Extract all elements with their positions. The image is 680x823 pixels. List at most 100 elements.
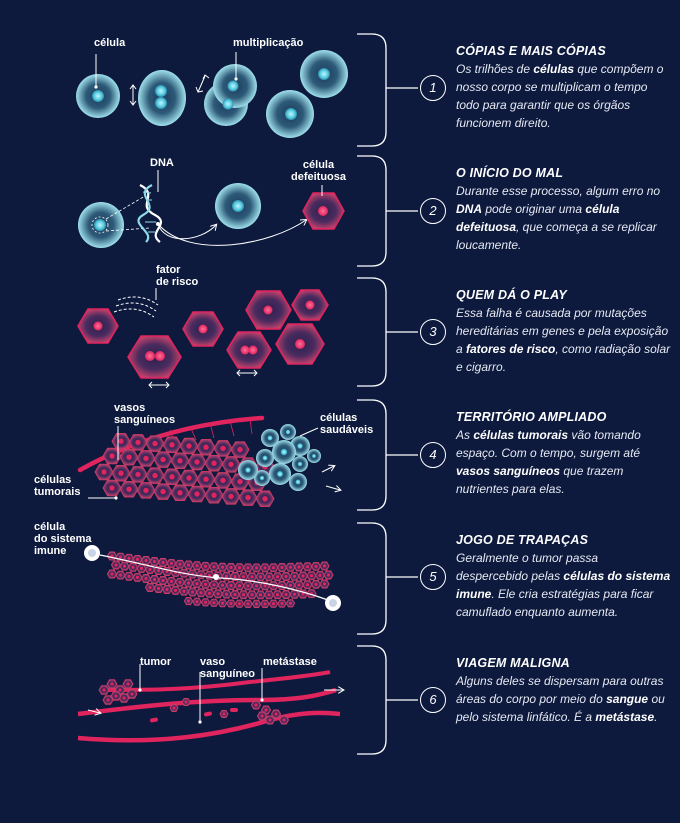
- tumor-cell-nucleus: [254, 602, 259, 606]
- healthy-cell-nucleus: [295, 479, 301, 485]
- tumor-cell-nucleus: [274, 712, 278, 716]
- tumor-cell-nucleus: [220, 601, 225, 605]
- tumor-cell-nucleus: [118, 555, 123, 559]
- tumor-cell-nucleus: [177, 490, 183, 496]
- tumor-cell-nucleus: [254, 703, 258, 707]
- tumor-band-5: [106, 551, 334, 608]
- step-number-1: 1: [420, 75, 446, 101]
- healthy-cell-nucleus: [245, 467, 251, 473]
- tumor-cell-nucleus: [318, 573, 322, 577]
- tumor-cell-nucleus: [284, 592, 288, 597]
- tumor-cell-nucleus: [263, 602, 267, 606]
- label-multiplicacao: multiplicação: [233, 37, 304, 49]
- tumor-cell-nucleus: [280, 601, 284, 606]
- label-tumor: tumor: [140, 656, 172, 668]
- step-4: TERRITÓRIO AMPLIADO As células tumorais …: [456, 410, 671, 498]
- healthy-cell-nucleus: [297, 443, 303, 449]
- tumor-cell-nucleus: [301, 574, 305, 578]
- tumor-cell-nucleus: [284, 574, 288, 579]
- bracket-1: [357, 33, 387, 147]
- tumor-cell-nucleus: [195, 582, 199, 586]
- tumor-cell-nucleus: [309, 574, 314, 578]
- tumor-cell-nucleus: [292, 574, 297, 578]
- tumor-cell-nucleus: [322, 564, 327, 568]
- tumor-cell-nucleus: [203, 444, 209, 450]
- tumor-cell-nucleus: [258, 575, 263, 579]
- tumor-cell-nucleus: [297, 583, 301, 587]
- tumor-cell-nucleus: [110, 682, 114, 686]
- tumor-cell-nucleus: [207, 573, 212, 577]
- step-text: Geralmente o tumor passa despercebido pe…: [456, 551, 671, 619]
- tumor-cell-nucleus: [241, 575, 246, 579]
- dna-helix: [137, 184, 163, 243]
- tumor-cell-nucleus: [178, 562, 182, 566]
- tumor-cell-nucleus: [220, 565, 225, 569]
- tumor-cell-nucleus: [203, 600, 208, 604]
- healthy-cell-nucleus: [280, 448, 288, 456]
- tumor-cell-nucleus: [326, 573, 331, 577]
- tumor-cell-nucleus: [152, 472, 158, 479]
- section-3-illustration: [77, 288, 329, 389]
- step-3: QUEM DÁ O PLAY Essa falha é causada por …: [456, 288, 671, 376]
- tumor-cell-nucleus: [169, 442, 175, 448]
- tumor-cell-nucleus: [211, 460, 217, 466]
- step-number-6: 6: [420, 687, 446, 713]
- tumor-cell-nucleus: [122, 564, 127, 568]
- tumor-cell-nucleus: [233, 574, 237, 579]
- tumor-cell-nucleus: [224, 574, 229, 578]
- tumor-cell-nucleus: [127, 556, 131, 560]
- tumor-cell-nucleus: [148, 567, 152, 572]
- tumor-cell-nucleus: [233, 592, 237, 597]
- step-title: QUEM DÁ O PLAY: [456, 288, 567, 302]
- tumor-cell-nucleus: [122, 696, 126, 700]
- step-text: Alguns deles se dispersam para outras ár…: [456, 674, 665, 724]
- tumor-cell-nucleus: [126, 682, 130, 686]
- tumor-cell-nucleus: [165, 587, 169, 592]
- tumor-cell-nucleus: [203, 582, 208, 586]
- tumor-cell-nucleus: [143, 455, 149, 462]
- tumor-cell-nucleus: [172, 706, 176, 710]
- section-2-illustration: [78, 170, 345, 248]
- step-text: As células tumorais vão tomando espaço. …: [456, 428, 641, 496]
- tumor-cell-nucleus: [135, 439, 141, 446]
- section-4-illustration: [77, 415, 340, 508]
- bracket-3: [357, 277, 387, 387]
- tumor-cell-nucleus: [186, 475, 192, 481]
- section-1-illustration: [76, 50, 348, 138]
- tumor-cell-nucleus: [305, 583, 310, 587]
- tumor-cell-nucleus: [216, 592, 220, 596]
- tumor-cell-nucleus: [254, 566, 259, 570]
- tumor-cell-nucleus: [260, 714, 264, 718]
- tumor-cell-nucleus: [220, 445, 226, 452]
- tumor-cell-nucleus: [229, 601, 233, 606]
- tumor-cell-nucleus: [169, 474, 175, 480]
- tumor-cell-nucleus: [237, 566, 242, 570]
- section-6-illustration: [77, 664, 343, 743]
- step-title: JOGO DE TRAPAÇAS: [456, 533, 589, 547]
- tumor-mass-4: [94, 432, 275, 508]
- tumor-cell-nucleus: [314, 582, 318, 586]
- tumor-cell-nucleus: [241, 593, 246, 597]
- tumor-cell-nucleus: [280, 565, 284, 570]
- tumor-cell-nucleus: [114, 563, 118, 567]
- bracket-6: [357, 645, 387, 755]
- section-5-illustration: [84, 545, 341, 611]
- tumor-cell-nucleus: [263, 566, 267, 570]
- brackets: [357, 33, 418, 755]
- healthy-cells-cluster: [238, 424, 321, 491]
- tumor-cell-nucleus: [224, 592, 229, 596]
- tumor-cell-nucleus: [212, 601, 216, 605]
- tumor-cell-nucleus: [258, 593, 263, 597]
- tumor-cell-nucleus: [109, 485, 115, 491]
- tumor-cell-nucleus: [292, 592, 297, 596]
- step-text: Essa falha é causada por mutações heredi…: [456, 306, 671, 374]
- tumor-cell-nucleus: [228, 461, 234, 468]
- tumor-cell-nucleus: [288, 583, 293, 587]
- healthy-cell-nucleus: [276, 470, 284, 478]
- tumor-cell-nucleus: [229, 583, 233, 588]
- tumor-cell-nucleus: [194, 491, 200, 497]
